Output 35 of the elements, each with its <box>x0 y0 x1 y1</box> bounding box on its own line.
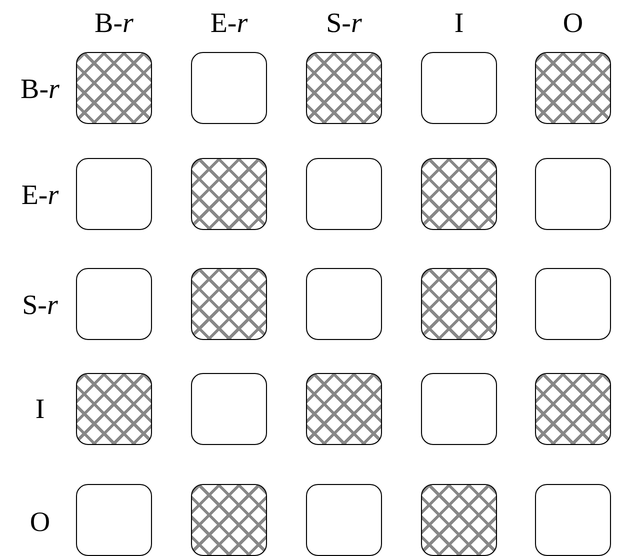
column-header: B-r <box>94 10 134 38</box>
hatched-square <box>306 52 382 124</box>
empty-square <box>306 484 382 556</box>
hatched-square <box>421 268 497 340</box>
hatched-square <box>191 268 267 340</box>
empty-square <box>421 52 497 124</box>
hatched-square <box>421 484 497 556</box>
empty-square <box>76 158 152 230</box>
empty-square <box>421 373 497 445</box>
row-header: E-r <box>21 182 59 210</box>
column-header: S-r <box>326 10 362 38</box>
hatched-square <box>306 373 382 445</box>
hatched-square <box>191 158 267 230</box>
hatched-square <box>535 373 611 445</box>
empty-square <box>191 373 267 445</box>
row-header: S-r <box>22 292 58 320</box>
hatched-square <box>76 373 152 445</box>
row-header: O <box>30 509 50 537</box>
empty-square <box>191 52 267 124</box>
empty-square <box>306 268 382 340</box>
column-header: E-r <box>210 10 248 38</box>
column-header: I <box>454 10 464 38</box>
empty-square <box>535 484 611 556</box>
empty-square <box>535 268 611 340</box>
hatched-square <box>191 484 267 556</box>
hatched-square <box>535 52 611 124</box>
empty-square <box>535 158 611 230</box>
empty-square <box>306 158 382 230</box>
hatched-square <box>421 158 497 230</box>
row-header: I <box>35 396 45 424</box>
column-header: O <box>562 10 584 38</box>
row-header: B-r <box>20 76 60 104</box>
empty-square <box>76 484 152 556</box>
hatched-square <box>76 52 152 124</box>
empty-square <box>76 268 152 340</box>
